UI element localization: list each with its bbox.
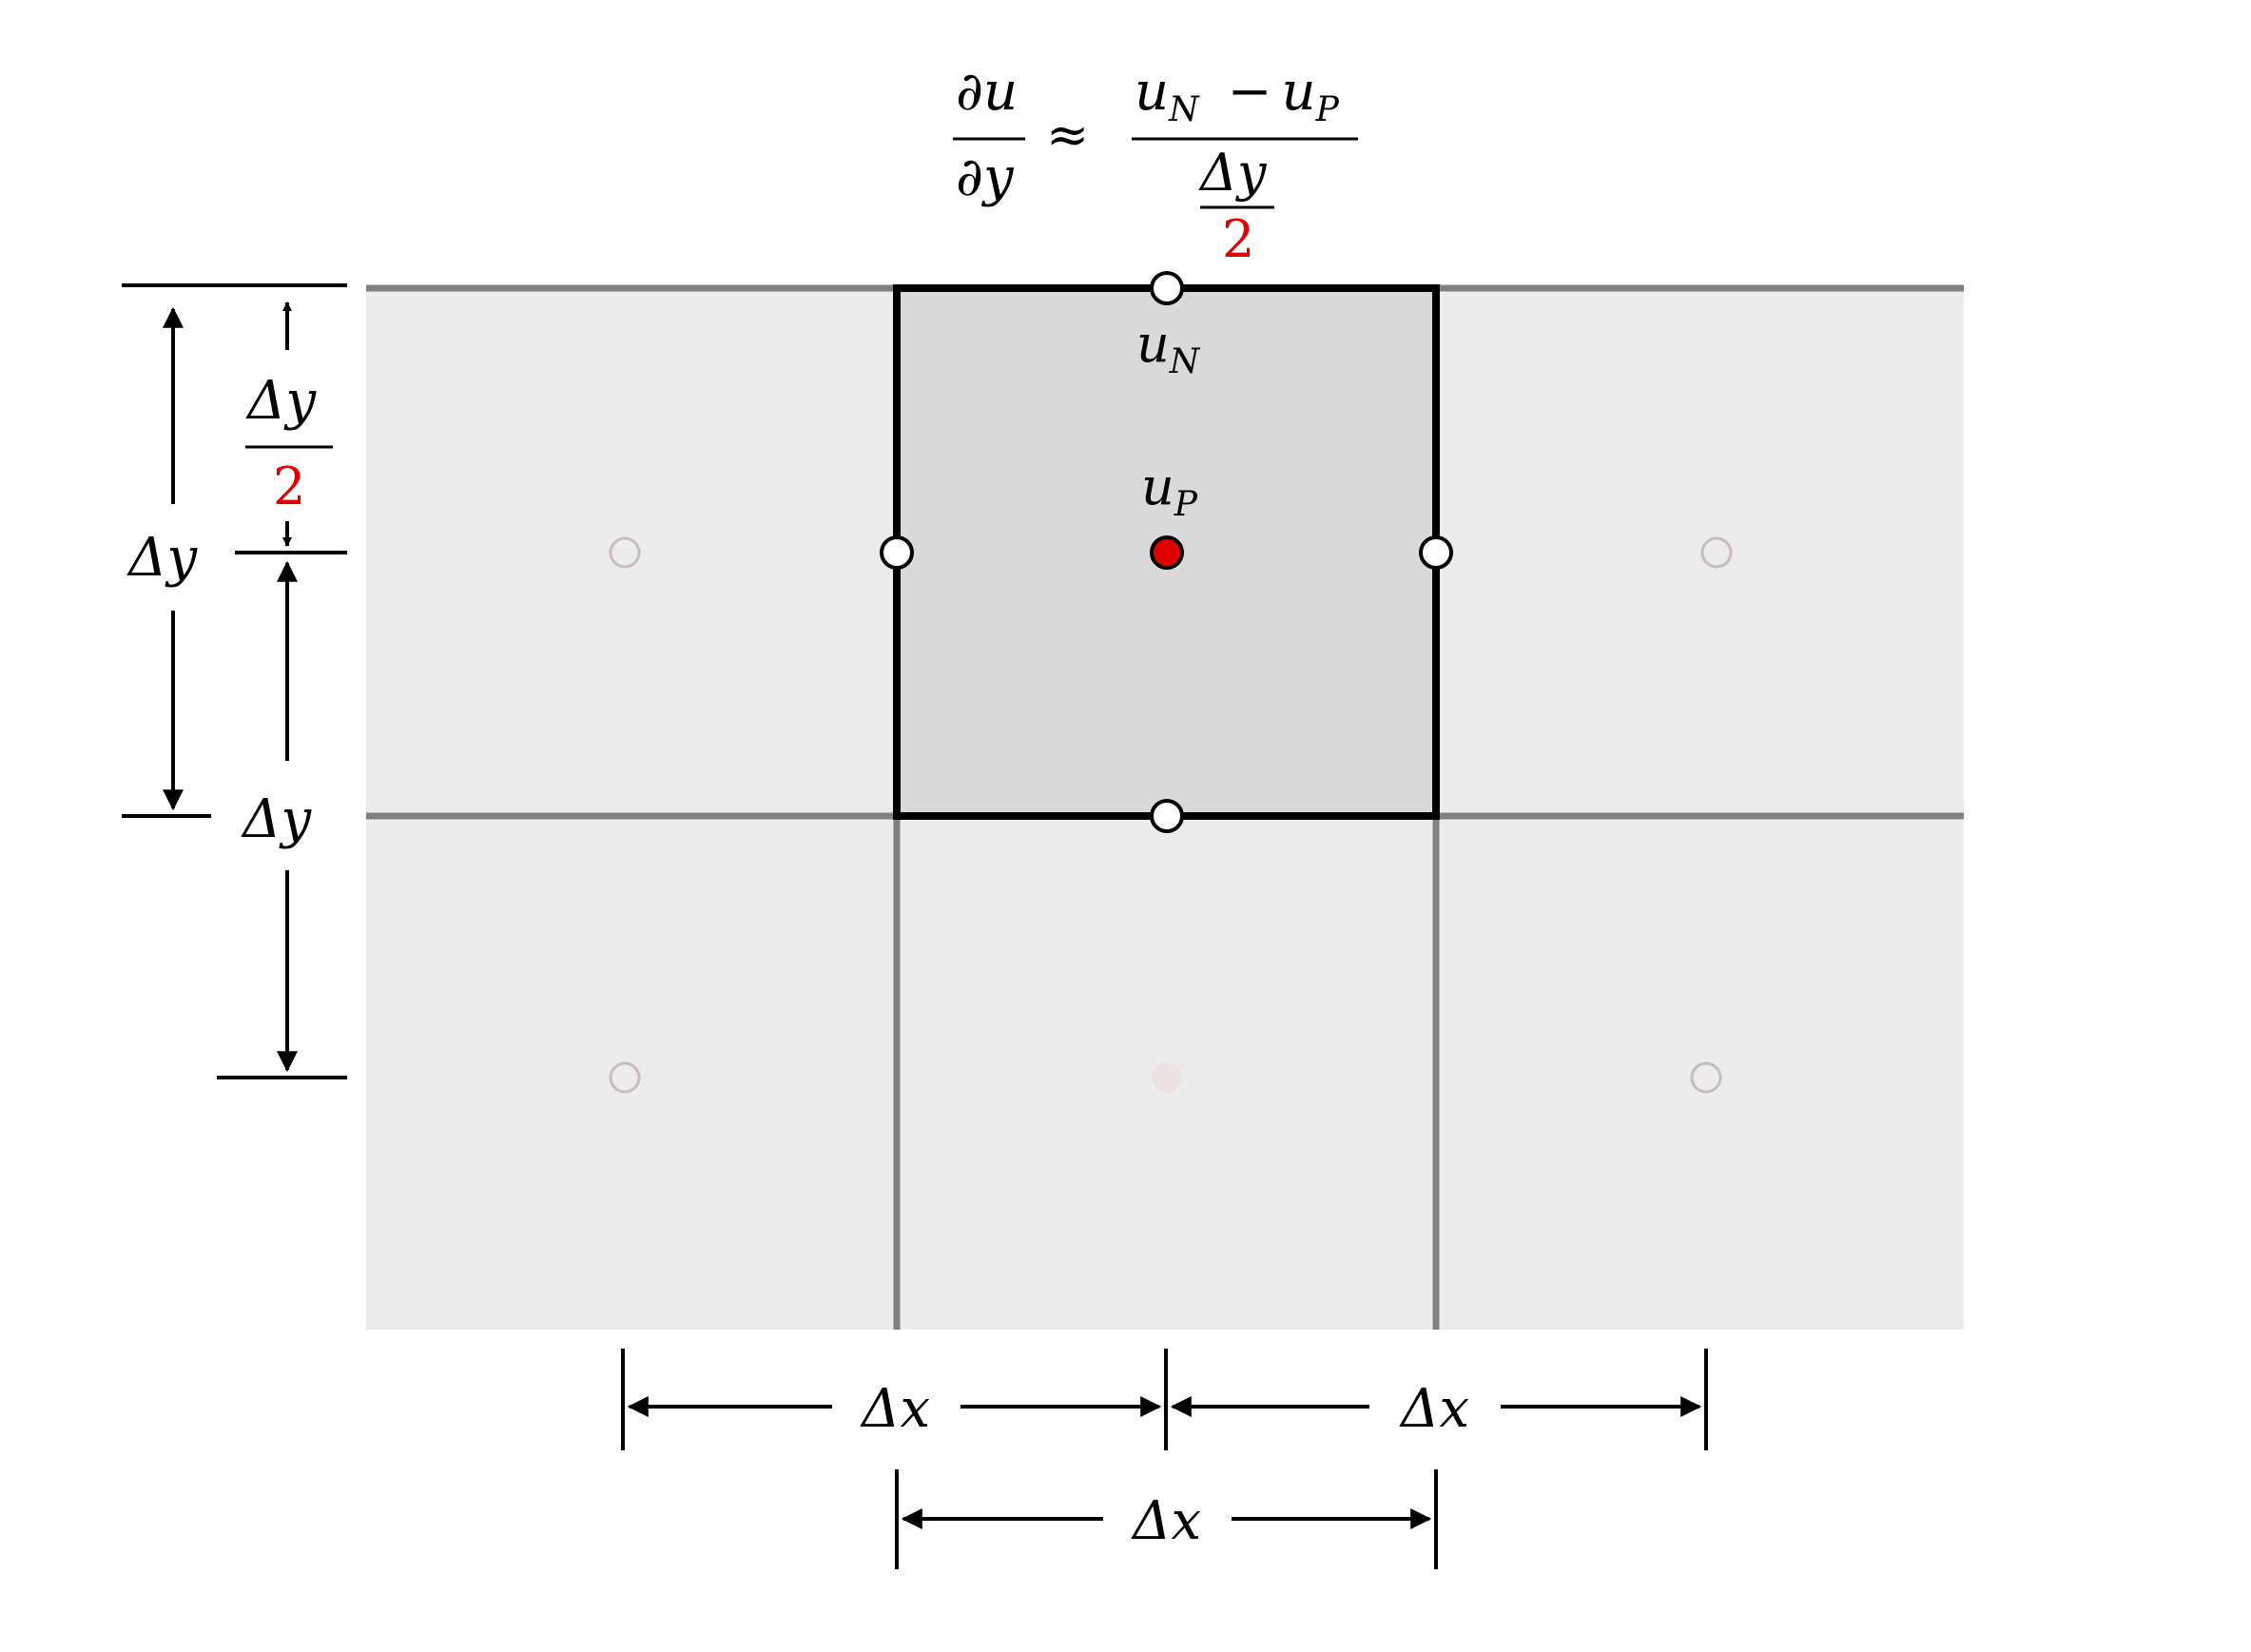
- faded-node-right-lower: [1690, 1061, 1722, 1094]
- node-west: [880, 535, 914, 570]
- node-east: [1419, 535, 1453, 570]
- formula-rhs-denominator-bottom: 2: [1222, 209, 1254, 269]
- node-south: [1150, 799, 1184, 833]
- face-nodes: [880, 271, 1453, 833]
- vertical-dimensions: Δy Δy 2 Δy: [122, 283, 347, 1079]
- dim-dy-half-denominator: 2: [273, 457, 305, 516]
- formula-lhs-numerator: ∂u: [956, 61, 1018, 123]
- faded-node-left-upper: [609, 536, 641, 569]
- formula-lhs-denominator: ∂y: [956, 146, 1015, 208]
- formula-rhs-numerator: uN−uP: [1135, 61, 1340, 129]
- faded-node-left-lower: [609, 1061, 641, 1094]
- dim-dy-full-label: Δy: [126, 527, 198, 589]
- faded-node-right-upper: [1700, 536, 1733, 569]
- dim-dx-center-label: Δx: [1131, 1490, 1201, 1552]
- dim-dx-left-label: Δx: [860, 1378, 930, 1440]
- dim-dy-half-numerator: Δy: [245, 370, 317, 432]
- horizontal-dimensions: Δx Δx Δx: [621, 1349, 1708, 1569]
- label-uN: uN: [1136, 314, 1201, 381]
- dim-dx-right-label: Δx: [1399, 1378, 1469, 1440]
- faded-node-center-lower: [1152, 1062, 1182, 1093]
- label-uP: uP: [1141, 457, 1198, 524]
- dim-dy-lower-label: Δy: [241, 788, 312, 850]
- faded-nodes: [609, 536, 1733, 1094]
- node-center-p: [1150, 535, 1184, 570]
- formula-rhs-denominator-top: Δy: [1198, 143, 1268, 203]
- node-north: [1150, 271, 1184, 305]
- formula: ∂u ∂y ≈ uN−uP Δy 2: [953, 61, 1358, 269]
- formula-approx: ≈: [1046, 105, 1089, 165]
